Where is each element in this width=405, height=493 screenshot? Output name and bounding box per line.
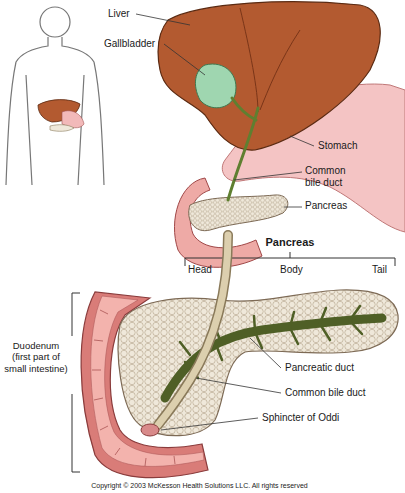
part-label: Sphincter of Oddi xyxy=(262,412,339,424)
leader-lines-top xyxy=(136,14,314,207)
leader-line xyxy=(164,44,205,75)
liver xyxy=(158,2,380,150)
organ-label: Duodenum (first part of small intestine) xyxy=(3,340,69,374)
part-label: Pancreatic duct xyxy=(285,362,354,374)
leader-line xyxy=(234,172,302,180)
pancreas-bracket xyxy=(185,252,395,266)
figure-head xyxy=(40,7,70,37)
liver-lobe-line xyxy=(240,8,300,112)
part-label: Body xyxy=(280,264,303,276)
human-figure xyxy=(6,7,104,185)
organ-label: Stomach xyxy=(318,140,357,152)
leader-line xyxy=(136,14,190,25)
leader-line xyxy=(250,338,281,368)
duodenum-bracket xyxy=(72,293,80,472)
part-label: Tail xyxy=(372,264,387,276)
figure-pancreas xyxy=(50,125,74,132)
leader-line xyxy=(161,418,258,430)
bile-duct-outline xyxy=(158,235,228,425)
bile-duct-small xyxy=(228,98,258,200)
leader-line xyxy=(284,207,302,208)
common-bile-duct xyxy=(158,235,228,425)
leader-line xyxy=(196,378,281,393)
copyright-note: Copyright © 2003 McKesson Health Solutio… xyxy=(0,482,402,490)
organ-label: Common bile duct xyxy=(305,165,355,189)
part-label: Common bile duct xyxy=(285,387,366,399)
gallbladder xyxy=(195,64,236,108)
figure-outline xyxy=(6,37,104,185)
sphincter xyxy=(141,424,159,436)
pancreas-small xyxy=(189,195,288,231)
leader-line xyxy=(290,136,314,146)
part-label: Head xyxy=(188,264,212,276)
pancreas xyxy=(118,290,398,436)
section-heading: Pancreas xyxy=(266,236,315,249)
organ-label: Liver xyxy=(108,8,130,20)
organ-label: Pancreas xyxy=(305,200,347,212)
organ-label: Gallbladder xyxy=(104,38,155,50)
